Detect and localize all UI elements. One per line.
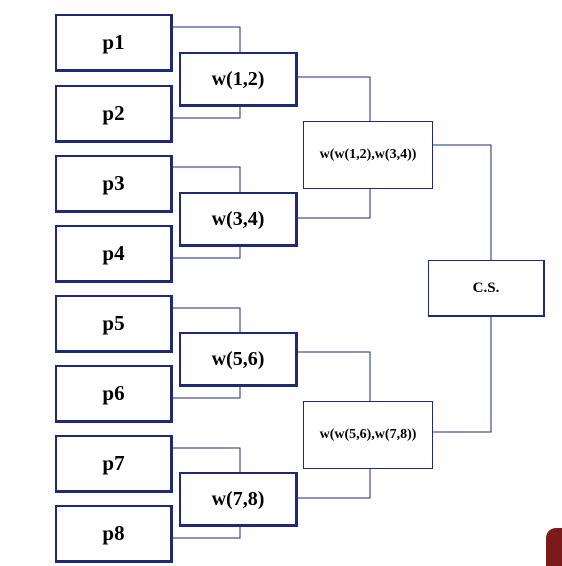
connector-w78: [298, 469, 371, 499]
player-box-p1: p1: [55, 14, 173, 72]
player-box-p7: p7: [55, 435, 173, 493]
connector-w34: [298, 189, 371, 219]
connector-semi-top: [433, 144, 492, 260]
connector-p6: [173, 387, 241, 399]
connector-p4: [173, 247, 241, 259]
semifinal-box-bottom: w(w(5,6),w(7,8)): [303, 401, 433, 469]
player-box-p2: p2: [55, 85, 173, 143]
connector-p1: [173, 26, 241, 52]
winner-box-w56: w(5,6): [179, 332, 298, 387]
connector-p7: [173, 447, 241, 472]
winner-box-w12: w(1,2): [179, 52, 298, 107]
winner-box-w78: w(7,8): [179, 472, 298, 527]
connector-semi-bottom: [433, 317, 492, 433]
semifinal-box-top: w(w(1,2),w(3,4)): [303, 121, 433, 189]
connector-p3: [173, 166, 241, 192]
connector-w56: [298, 351, 371, 401]
player-box-p3: p3: [55, 155, 173, 213]
corner-accent-decoration: [546, 528, 562, 566]
player-box-p5: p5: [55, 295, 173, 353]
connector-p8: [173, 527, 241, 539]
connector-p2: [173, 107, 241, 119]
player-box-p8: p8: [55, 505, 173, 563]
player-box-p4: p4: [55, 225, 173, 283]
final-box-cs: C.S.: [428, 260, 545, 317]
connector-w12: [298, 76, 371, 121]
player-box-p6: p6: [55, 365, 173, 423]
connector-p5: [173, 307, 241, 332]
winner-box-w34: w(3,4): [179, 192, 298, 247]
